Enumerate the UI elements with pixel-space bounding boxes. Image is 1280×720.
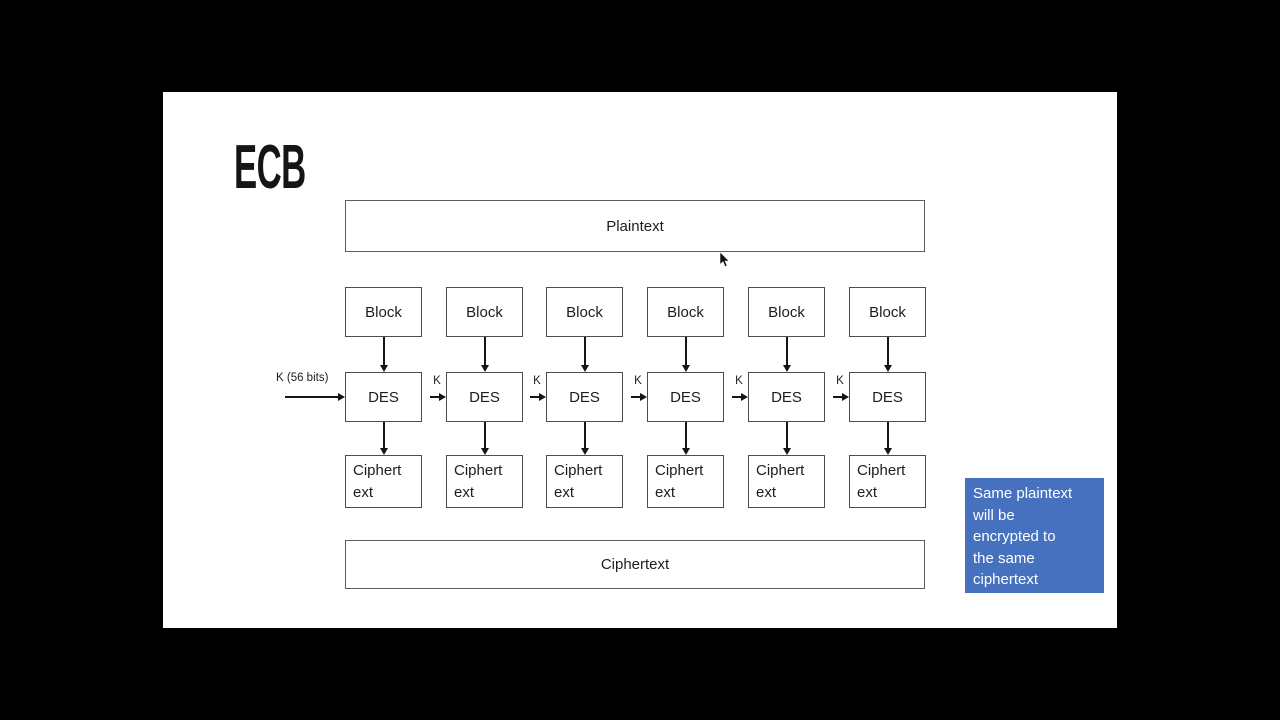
cipher-line: ext <box>756 484 777 501</box>
cipher-line: ext <box>353 484 374 501</box>
des-box-5: DES <box>748 372 825 422</box>
des-label: DES <box>771 388 802 406</box>
des-box-3: DES <box>546 372 623 422</box>
cipher-line: ext <box>454 484 475 501</box>
cipher-box-2: Ciphert ext <box>446 455 523 508</box>
des-box-6: DES <box>849 372 926 422</box>
arrow-key-to-des-2 <box>430 393 446 401</box>
block-box-4: Block <box>647 287 724 337</box>
cipher-line: Ciphert <box>857 462 906 479</box>
block-label: Block <box>466 303 503 321</box>
des-box-2: DES <box>446 372 523 422</box>
cipher-box-1: Ciphert ext <box>345 455 422 508</box>
key-label-4: K <box>634 375 642 387</box>
des-label: DES <box>469 388 500 406</box>
arrow-block-to-des-2 <box>481 337 489 372</box>
cipher-line: Ciphert <box>353 462 402 479</box>
des-label: DES <box>569 388 600 406</box>
cipher-line: ext <box>554 484 575 501</box>
slide-title: ECB <box>234 133 306 202</box>
des-box-4: DES <box>647 372 724 422</box>
note-line: will be <box>973 506 1015 524</box>
cipher-line: ext <box>857 484 878 501</box>
slide-canvas: ECB Plaintext Block Block Block Block Bl… <box>163 92 1117 628</box>
block-box-2: Block <box>446 287 523 337</box>
note-line: ciphertext <box>973 571 1039 588</box>
note-line: Same plaintext <box>973 485 1073 502</box>
cipher-line: Ciphert <box>756 462 805 479</box>
arrow-des-to-cipher-6 <box>884 422 892 455</box>
des-label: DES <box>368 388 399 406</box>
arrow-key-to-des-6 <box>833 393 849 401</box>
block-label: Block <box>667 303 704 321</box>
note-line: encrypted to <box>973 528 1056 545</box>
arrow-key-to-des-4 <box>631 393 647 401</box>
key-label-6: K <box>836 375 844 387</box>
arrow-key-to-des-1 <box>285 393 345 401</box>
cipher-box-3: Ciphert ext <box>546 455 623 508</box>
mouse-cursor-icon <box>719 252 730 267</box>
des-label: DES <box>872 388 903 406</box>
des-label: DES <box>670 388 701 406</box>
block-box-6: Block <box>849 287 926 337</box>
cipher-line: Ciphert <box>655 462 704 479</box>
key-56bits-label: K (56 bits) <box>276 372 329 384</box>
plaintext-box: Plaintext <box>345 200 925 252</box>
block-box-3: Block <box>546 287 623 337</box>
arrow-des-to-cipher-2 <box>481 422 489 455</box>
key-label-2: K <box>433 375 441 387</box>
arrow-des-to-cipher-1 <box>380 422 388 455</box>
arrow-des-to-cipher-3 <box>581 422 589 455</box>
plaintext-label: Plaintext <box>606 217 664 235</box>
key-label-5: K <box>735 375 743 387</box>
ciphertext-label: Ciphertext <box>600 556 670 573</box>
note-line: the same <box>973 549 1035 567</box>
arrow-block-to-des-3 <box>581 337 589 372</box>
block-label: Block <box>365 303 402 321</box>
block-label: Block <box>768 303 805 321</box>
arrow-des-to-cipher-5 <box>783 422 791 455</box>
annotation-note: Same plaintext will be encrypted to the … <box>965 478 1104 593</box>
arrow-block-to-des-1 <box>380 337 388 372</box>
block-label: Block <box>566 303 603 321</box>
cipher-box-6: Ciphert ext <box>849 455 926 508</box>
cipher-line: Ciphert <box>554 462 603 479</box>
arrow-block-to-des-6 <box>884 337 892 372</box>
ciphertext-box: Ciphertext <box>345 540 925 589</box>
block-box-5: Block <box>748 287 825 337</box>
arrow-block-to-des-4 <box>682 337 690 372</box>
cipher-line: ext <box>655 484 676 501</box>
cipher-box-4: Ciphert ext <box>647 455 724 508</box>
arrow-des-to-cipher-4 <box>682 422 690 455</box>
arrow-key-to-des-5 <box>732 393 748 401</box>
block-box-1: Block <box>345 287 422 337</box>
arrow-block-to-des-5 <box>783 337 791 372</box>
block-label: Block <box>869 303 906 321</box>
des-box-1: DES <box>345 372 422 422</box>
cipher-line: Ciphert <box>454 462 503 479</box>
arrow-key-to-des-3 <box>530 393 546 401</box>
key-label-3: K <box>533 375 541 387</box>
cipher-box-5: Ciphert ext <box>748 455 825 508</box>
